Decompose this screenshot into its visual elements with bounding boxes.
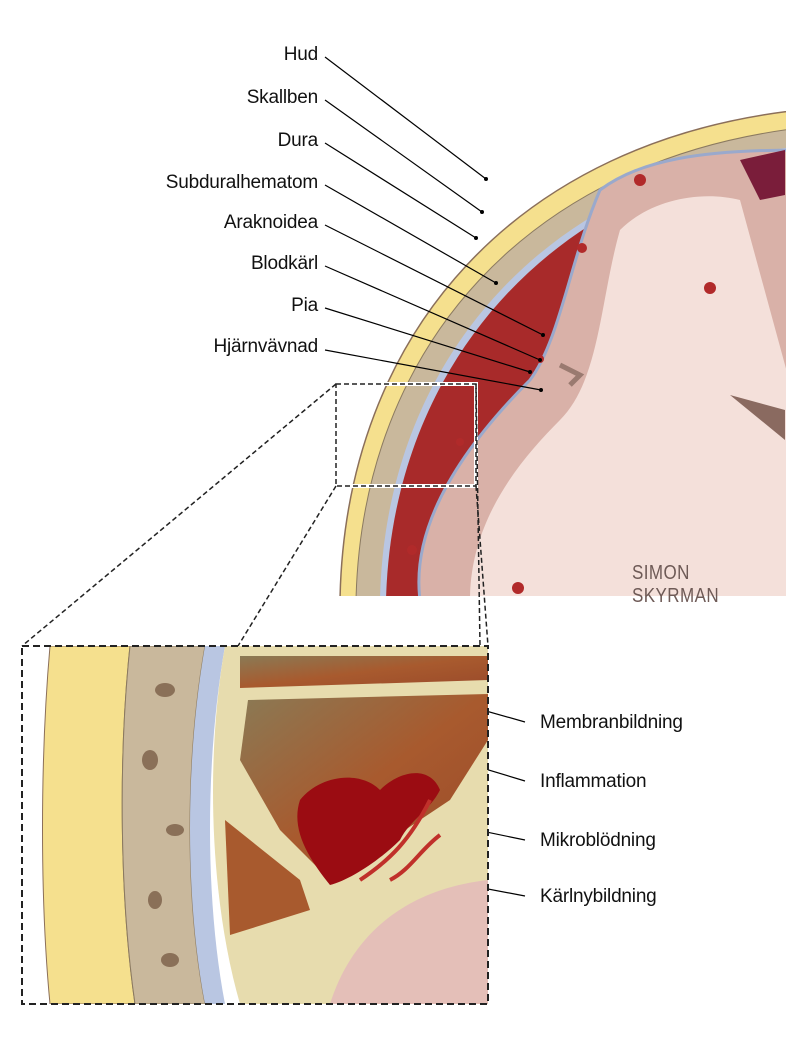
label-skallben: Skallben [246, 87, 318, 108]
inset-border [21, 645, 489, 1005]
label-hud: Hud [283, 44, 318, 65]
head-cross-section [330, 100, 786, 596]
label-hjarnvavnad: Hjärnvävnad [213, 336, 319, 357]
inset-microbleed [297, 773, 440, 885]
brain-white-matter [470, 196, 786, 596]
label-inflammation: Inflammation [540, 771, 647, 792]
label-blodkarl: Blodkärl [250, 253, 318, 274]
zoom-indicator [21, 382, 489, 647]
inset-skin [42, 646, 136, 1004]
artist-watermark: SIMON SKYRMAN [632, 562, 720, 607]
inset-new-vessels [358, 799, 442, 882]
label-membranbildning: Membranbildning [540, 712, 683, 733]
label-araknoidea: Araknoidea [223, 212, 318, 233]
inset-magnified-view [22, 646, 488, 1004]
label-mikroblodning: Mikroblödning [540, 830, 656, 851]
label-pia: Pia [291, 295, 318, 316]
label-dura: Dura [277, 130, 319, 151]
label-subduralhematom: Subduralhematom [165, 172, 318, 193]
inset-brain [330, 880, 488, 1004]
label-karlnybildning: Kärlnybildning [540, 886, 657, 907]
